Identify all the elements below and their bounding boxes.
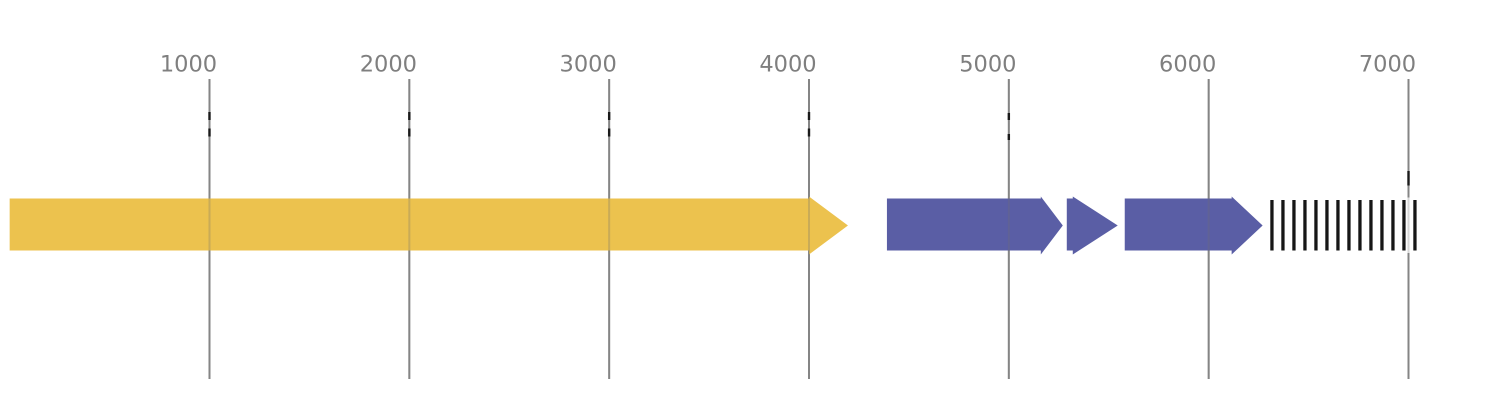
features [9,196,1420,255]
line-mark-2000-1 [408,128,411,137]
tick-label-6000: 6000 [1159,51,1216,77]
line-mark-1000-0 [208,112,211,120]
feature-2-arrow [886,196,1063,255]
line-mark-2000-0 [408,112,411,120]
tick-labels: 1000 2000 3000 4000 5000 6000 7000 [160,51,1416,77]
line-marks [208,112,1410,186]
feature-4-arrow [1124,196,1263,255]
line-mark-7000-0 [1407,171,1410,186]
feature-1-arrow [9,196,848,255]
tick-label-4000: 4000 [759,51,816,77]
tick-label-7000: 7000 [1359,51,1416,77]
line-mark-5000-0 [1007,113,1011,120]
line-mark-1000-1 [208,128,211,137]
line-mark-4000-1 [807,128,811,137]
line-mark-3000-1 [607,128,611,137]
tick-label-3000: 3000 [560,51,617,77]
tick-label-5000: 5000 [959,51,1016,77]
feature-5-box-hatch [1267,200,1417,251]
tick-label-2000: 2000 [360,51,417,77]
line-mark-3000-0 [607,112,611,120]
line-mark-5000-1 [1007,134,1011,140]
tick-label-1000: 1000 [160,51,217,77]
line-mark-4000-0 [807,112,811,120]
feature-3-arrow [1066,196,1118,255]
